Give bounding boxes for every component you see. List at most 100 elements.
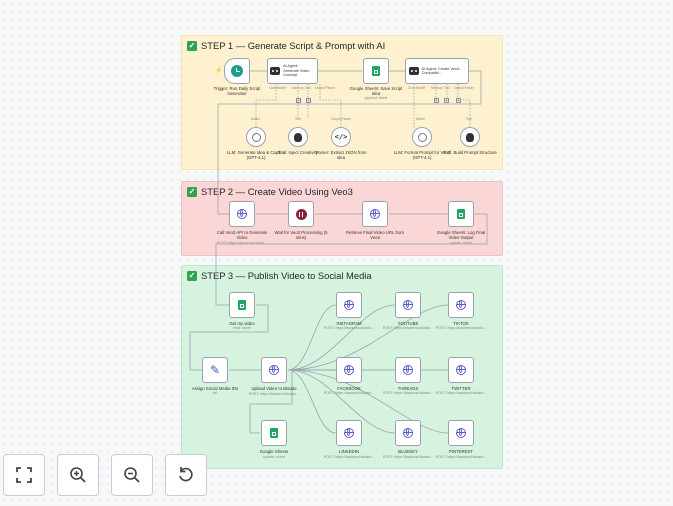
retrieve-video-node[interactable] [362,201,388,227]
retrieve-video-label: Retrieve Final Video URL from Veo3 [345,230,405,240]
subnode-type-label: Model [416,117,425,121]
parser-node[interactable]: </> [331,127,351,147]
tool-creativity-label: Tool: Inject Creativity [278,150,318,155]
twitter-sub: POST: https://backend.blotato... [435,391,487,395]
add-subnode-button[interactable]: + [444,98,449,104]
llm-veo3-label: LLM: Format Prompt for Veo3 (GPT-4.1) [393,150,451,160]
threads-node[interactable] [395,357,421,383]
zoom-out-icon [124,467,140,483]
add-subnode-button[interactable]: + [306,98,311,104]
globe-icon [403,365,413,375]
sheets-update-node[interactable] [261,420,287,446]
linkedin-label: LINKEDIN [339,449,359,454]
threads-sub: POST: https://backend.blotato... [382,391,434,395]
call-veo3-label: Call Veo3 API to Generate Video [216,230,268,240]
bluesky-label: BLUESKY [398,449,418,454]
add-subnode-button[interactable]: + [296,98,301,104]
sheets-save-node[interactable] [363,58,389,84]
checkmark-icon: ✓ [187,186,197,197]
youtube-label: YOUTUBE [397,321,419,326]
sheets-update-label: Google Sheets [259,449,289,454]
assign-ids-node[interactable]: ✎ [202,357,228,383]
checkmark-icon: ✓ [187,40,197,51]
ai-agent-generate-concept-node[interactable]: AI Agent: Generate Video Concept [267,58,318,84]
pencil-icon: ✎ [209,363,221,377]
brain-icon [466,132,474,142]
port-label: Tool [444,86,450,90]
youtube-sub: POST: https://backend.blotato... [382,326,434,330]
reset-zoom-icon [179,467,193,482]
get-video-sub: read: sheet [233,326,251,330]
upload-blotato-sub: POST: https://backend.blotato... [248,392,300,396]
twitter-label: TWITTER [451,386,471,391]
ai-agent-create-veo3-node[interactable]: AI Agent: Create Veo3-Compatibl... [405,58,469,84]
globe-icon [370,209,380,219]
google-sheets-icon [457,209,465,219]
sheets-log-node[interactable] [448,201,474,227]
port-label: Tool [305,86,311,90]
parser-label: Parser: Extract JSON from Idea [315,150,367,160]
fit-view-button[interactable] [3,454,45,496]
globe-icon [403,300,413,310]
assign-ids-sub: set [212,391,218,395]
robot-icon [408,67,419,75]
robot-icon [270,67,280,75]
globe-icon [456,300,466,310]
lightning-icon: ⚡ [215,68,223,74]
port-label: Chat Model* [408,86,426,90]
get-video-node[interactable] [229,292,255,318]
tool-structure-label: Tool: Build Prompt Structure [443,150,497,155]
reset-zoom-button[interactable] [165,454,207,496]
subnode-type-label: Model [251,117,260,121]
sheets-save-sub: append: sheet [364,96,388,100]
call-veo3-sub: POST: https://queue.fal.run/fa... [216,241,268,245]
google-sheets-icon [270,428,278,438]
fit-view-icon [16,467,32,483]
facebook-node[interactable] [336,357,362,383]
youtube-node[interactable] [395,292,421,318]
code-icon: </> [334,133,348,141]
globe-icon [237,209,247,219]
globe-icon [344,300,354,310]
llm-veo3-node[interactable] [412,127,432,147]
tool-structure-node[interactable] [460,127,480,147]
instagram-node[interactable] [336,292,362,318]
call-veo3-node[interactable] [229,201,255,227]
get-video-label: Get my video [229,321,255,326]
globe-icon [456,365,466,375]
facebook-label: FACEBOOK [337,386,361,391]
sheets-update-sub: update: sheet [263,455,285,459]
pinterest-node[interactable] [448,420,474,446]
trigger-node[interactable] [224,58,250,84]
wait-node[interactable] [288,201,314,227]
pinterest-label: PINTEREST [448,449,474,454]
upload-blotato-node[interactable] [261,357,287,383]
zoom-in-button[interactable] [57,454,99,496]
tiktok-label: TIKTOK [453,321,469,326]
globe-icon [269,365,279,375]
subnode-type-label: Tool [466,117,472,121]
sheets-save-label: Google Sheets: Save Script Idea [349,86,403,96]
bluesky-sub: POST: https://backend.blotato... [382,455,434,459]
upload-blotato-label: Upload Video to Blotato [251,386,297,391]
clock-icon [231,65,243,77]
bluesky-node[interactable] [395,420,421,446]
port-label: Chat Model* [269,86,287,90]
pause-icon [295,208,307,220]
threads-label: THREADS [397,386,419,391]
add-subnode-button[interactable]: + [434,98,439,104]
llm-idea-node[interactable] [246,127,266,147]
subnode-type-label: Output Parser [331,117,351,121]
tool-creativity-node[interactable] [288,127,308,147]
globe-icon [344,365,354,375]
tiktok-sub: POST: https://backend.blotato... [435,326,487,330]
twitter-node[interactable] [448,357,474,383]
subnode-type-label: Tool [295,117,301,121]
tiktok-node[interactable] [448,292,474,318]
port-label: Memory [431,86,443,90]
assign-ids-label: Assign Social Media IDs [191,386,239,391]
add-subnode-button[interactable]: + [456,98,461,104]
linkedin-node[interactable] [336,420,362,446]
zoom-out-button[interactable] [111,454,153,496]
instagram-sub: POST: https://backend.blotato... [323,326,375,330]
